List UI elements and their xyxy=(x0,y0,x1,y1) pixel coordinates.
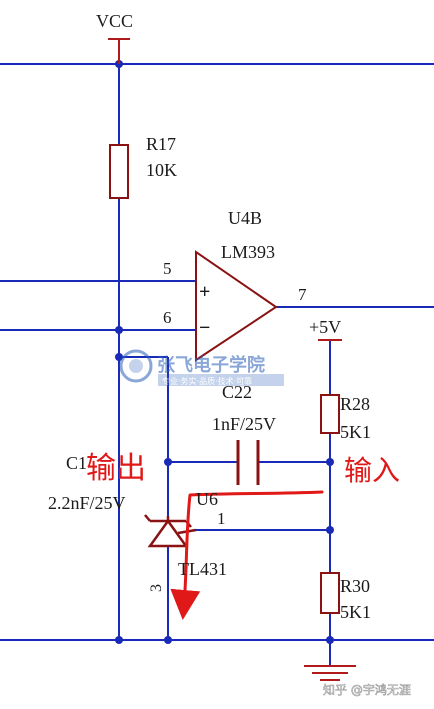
corner-watermark: 知乎 @宇鸿无涯 xyxy=(323,683,411,697)
r30-resistor xyxy=(320,572,340,614)
vcc-label: VCC xyxy=(96,11,133,31)
pin7-label: 7 xyxy=(298,285,307,304)
watermark-logo-text: 张飞电子学院 xyxy=(157,354,265,376)
pin5-label: 5 xyxy=(163,259,172,278)
junction-dot xyxy=(326,458,334,466)
pin3-label: 3 xyxy=(148,584,165,592)
pin6-label: 6 xyxy=(163,308,172,327)
r17-resistor xyxy=(109,144,129,199)
r28-value-label: 5K1 xyxy=(340,422,371,442)
junction-dot xyxy=(115,326,123,334)
c22-value-label: 1nF/25V xyxy=(212,414,276,434)
watermark-logo: 张飞电子学院 专业·务实·品质·技术·可靠 xyxy=(119,349,284,386)
junction-dot xyxy=(164,636,172,644)
noninverting-plus-label: + xyxy=(199,281,210,303)
watermark-emblem-icon xyxy=(119,349,153,383)
pin1-label: 1 xyxy=(217,509,226,528)
r28-ref-label: R28 xyxy=(340,394,370,414)
plus5v-label: +5V xyxy=(309,317,341,337)
ground-symbol xyxy=(304,665,356,681)
r30-value-label: 5K1 xyxy=(340,602,371,622)
r17-ref-label: R17 xyxy=(146,134,176,154)
watermark-logo-subtext: 专业·务实·品质·技术·可靠 xyxy=(162,376,252,386)
u4b-part-label: LM393 xyxy=(221,242,275,262)
junction-dot xyxy=(115,353,123,361)
tl431-label: TL431 xyxy=(178,559,227,579)
junction-dot xyxy=(115,636,123,644)
junction-dot xyxy=(326,526,334,534)
u4b-ref-label: U4B xyxy=(228,208,262,228)
comparator-u4b xyxy=(195,250,278,362)
input-annotation: 输入 xyxy=(344,454,400,487)
junctions xyxy=(115,60,334,644)
r17-value-label: 10K xyxy=(146,160,177,180)
output-annotation: 输出 xyxy=(86,451,146,486)
junction-dot xyxy=(164,458,172,466)
c-left-value-label: 2.2nF/25V xyxy=(48,493,126,513)
c22-ref-label: C22 xyxy=(222,382,252,402)
vcc-symbol xyxy=(108,38,130,64)
inverting-minus-label: − xyxy=(199,317,210,339)
c-left-ref-label: C1 xyxy=(66,453,87,473)
c22-capacitor xyxy=(236,440,260,485)
r28-resistor xyxy=(320,394,340,434)
u6-ref-label: U6 xyxy=(196,489,218,509)
r30-ref-label: R30 xyxy=(340,576,370,596)
signal-path-annotation xyxy=(170,490,324,620)
junction-dot xyxy=(326,636,334,644)
